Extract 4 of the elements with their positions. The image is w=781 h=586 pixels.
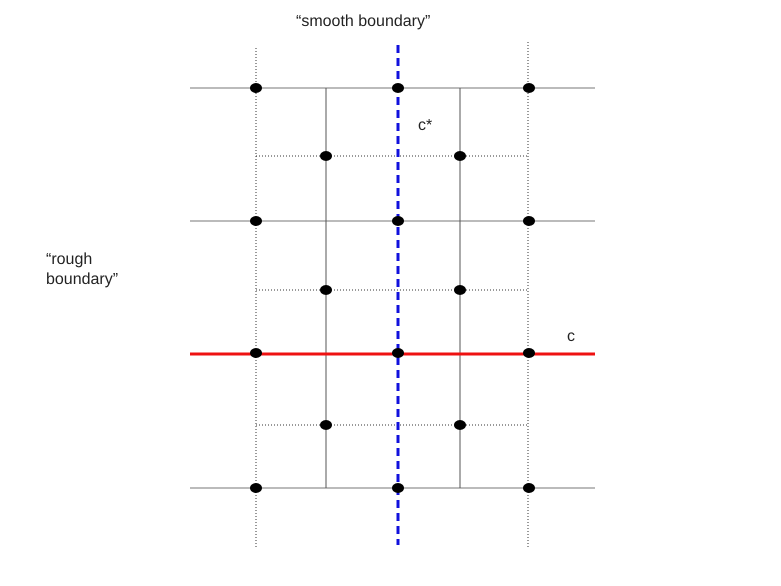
- boundary-label: “rough boundary”: [46, 250, 120, 290]
- boundary-label: “smooth boundary”: [296, 12, 430, 32]
- string-label: c*: [418, 116, 432, 136]
- string-label: c: [567, 327, 575, 347]
